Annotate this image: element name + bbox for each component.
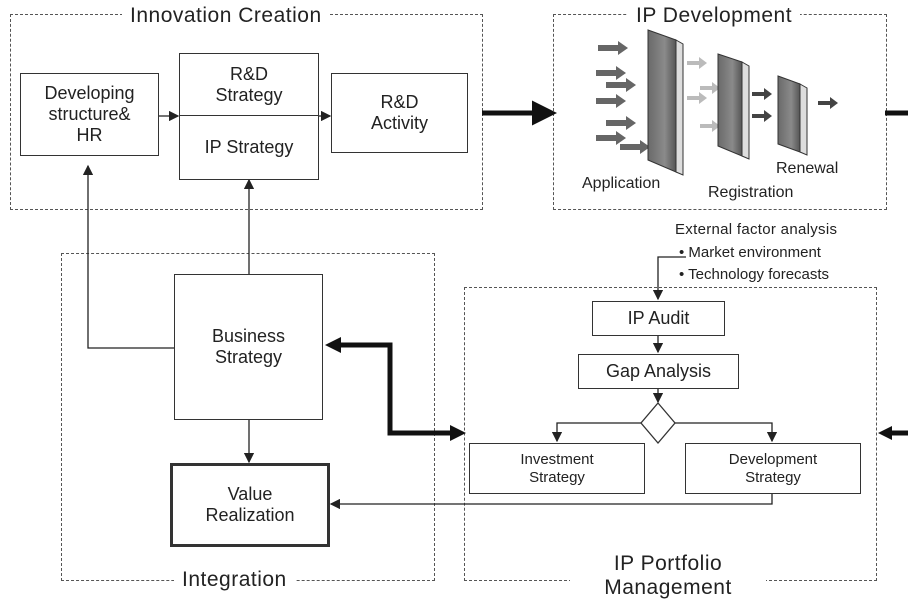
ip-development-title: IP Development — [628, 4, 801, 29]
development-strategy-label: Development Strategy — [728, 451, 818, 486]
investment-strategy-box: Investment Strategy — [469, 443, 645, 494]
renewal-arrows — [752, 88, 838, 122]
rd-activity-label: R&D Activity — [370, 92, 428, 133]
gap-analysis-label: Gap Analysis — [605, 361, 712, 382]
arrowhead-business — [325, 337, 341, 353]
ip-strategy-label: IP Strategy — [204, 137, 294, 158]
developing-structure-label: Developing structure& HR — [44, 83, 135, 145]
renewal-panel — [777, 75, 808, 156]
ip-audit-box: IP Audit — [592, 301, 725, 336]
arrowhead-right — [878, 426, 892, 440]
integration-title: Integration — [174, 568, 295, 593]
innovation-creation-title: Innovation Creation — [122, 4, 330, 29]
business-strategy-box: Business Strategy — [174, 274, 323, 420]
application-panel — [647, 29, 684, 176]
rd-strategy-box: R&D Strategy — [179, 53, 319, 117]
arrowhead-portfolio — [450, 425, 466, 441]
developing-structure-box: Developing structure& HR — [20, 73, 159, 156]
application-label: Application — [582, 175, 661, 192]
gap-analysis-box: Gap Analysis — [578, 354, 739, 389]
external-factor-item-market: • Market environment — [679, 244, 821, 261]
ip-strategy-box: IP Strategy — [179, 115, 319, 180]
arrow-development-to-value — [329, 494, 773, 510]
registration-panel — [717, 53, 750, 160]
application-arrows — [596, 41, 650, 154]
arrow-decision-to-investment — [551, 422, 641, 443]
arrow-external-to-audit — [652, 256, 686, 301]
registration-label: Registration — [708, 184, 794, 201]
arrow-decision-to-development — [675, 422, 778, 443]
external-factor-item-technology: • Technology forecasts — [679, 266, 830, 283]
investment-strategy-label: Investment Strategy — [520, 451, 594, 486]
arrow-business-to-developing — [82, 164, 174, 349]
business-strategy-label: Business Strategy — [211, 326, 286, 367]
registration-arrows — [687, 57, 720, 132]
ip-audit-label: IP Audit — [627, 308, 690, 329]
rd-strategy-label: R&D Strategy — [215, 64, 283, 105]
decision-diamond — [640, 401, 676, 445]
development-strategy-box: Development Strategy — [685, 443, 861, 494]
arrow-business-portfolio-link — [336, 342, 455, 436]
value-realization-label: Value Realization — [205, 484, 295, 525]
renewal-label: Renewal — [776, 160, 839, 177]
ip-portfolio-title: IP Portfolio Management — [570, 552, 766, 601]
value-realization-box: Value Realization — [170, 463, 330, 547]
rd-activity-box: R&D Activity — [331, 73, 468, 153]
external-factor-title: External factor analysis — [675, 221, 838, 238]
